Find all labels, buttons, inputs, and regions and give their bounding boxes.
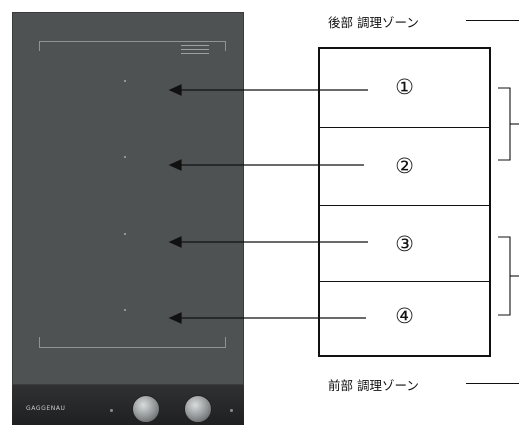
- bracket-upper: [498, 87, 511, 161]
- rear-zone-caption: 後部 調理ゾーン: [328, 15, 419, 30]
- zone-cell-3: ③: [320, 205, 489, 283]
- zone-marker-dot-2: [124, 156, 126, 158]
- control-knob-right[interactable]: [184, 395, 212, 423]
- indicator-led-left: [110, 409, 113, 412]
- glass-bottom-frame-line: [39, 337, 226, 348]
- arrow-head-1: [168, 84, 182, 96]
- zone-marker-dot-3: [124, 233, 126, 235]
- zone-label-1: ①: [395, 75, 414, 99]
- cooking-zone-diagram: ① ② ③ ④: [318, 47, 491, 357]
- zone-marker-dot-1: [124, 80, 126, 82]
- arrow-head-2: [168, 159, 182, 171]
- bracket-lower: [498, 236, 511, 316]
- zone-label-2: ②: [395, 154, 414, 178]
- zone-label-4: ④: [395, 304, 414, 328]
- zone-cell-2: ②: [320, 127, 489, 205]
- control-knob-left[interactable]: [132, 395, 160, 423]
- brand-logo: GAGGENAU: [26, 405, 66, 412]
- rear-zone-caption-line: [466, 20, 519, 21]
- arrow-head-3: [168, 236, 182, 248]
- zone-marker-dot-4: [124, 309, 126, 311]
- glass-logo-mark: [181, 45, 209, 61]
- arrow-head-4: [168, 312, 182, 324]
- cooktop-control-bar: GAGGENAU: [12, 385, 244, 425]
- front-zone-caption-line: [466, 383, 519, 384]
- glass-top-frame-line: [39, 41, 226, 51]
- zone-label-3: ③: [395, 232, 414, 256]
- zone-cell-4: ④: [320, 281, 489, 357]
- front-zone-caption: 前部 調理ゾーン: [328, 378, 419, 393]
- induction-cooktop-glass: [12, 12, 244, 385]
- indicator-led-right: [230, 409, 233, 412]
